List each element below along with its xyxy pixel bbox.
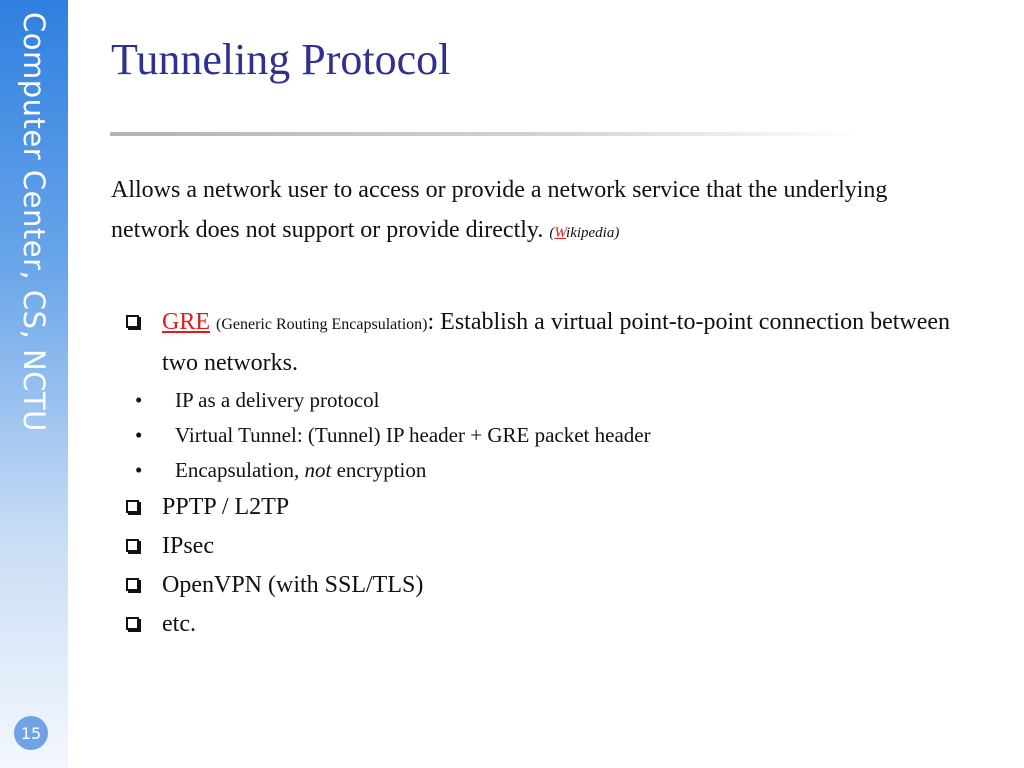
checkbox-bullet-icon [126, 617, 139, 630]
checkbox-bullet-icon [126, 315, 139, 328]
sidebar: Computer Center, CS, NCTU 15 [0, 0, 68, 768]
list-item: PPTP / L2TP [124, 488, 984, 527]
sidebar-title: Computer Center, CS, NCTU [17, 12, 51, 432]
subitem-text: Encapsulation, [175, 458, 305, 482]
slide-title: Tunneling Protocol [111, 35, 451, 84]
citation-open: ( [549, 225, 555, 241]
bullet-dot-icon: • [135, 423, 143, 447]
bullet-dot-icon: • [135, 388, 143, 412]
citation-rest: ikipedia) [566, 225, 620, 241]
gre-description: : Establish a virtual point-to-point con… [162, 309, 951, 376]
subitem-text: IP as a delivery protocol [175, 388, 380, 412]
gre-expansion: (Generic Routing Encapsulation) [216, 316, 428, 333]
intro-paragraph: Allows a network user to access or provi… [111, 170, 941, 253]
list-item-label: OpenVPN (with SSL/TLS) [162, 572, 424, 598]
list-item-label: IPsec [162, 533, 214, 559]
list-item: OpenVPN (with SSL/TLS) [124, 566, 984, 605]
wikipedia-link[interactable]: W [554, 225, 567, 241]
checkbox-bullet-icon [126, 578, 139, 591]
gre-subitem: • Virtual Tunnel: (Tunnel) IP header + GR… [124, 418, 984, 453]
gre-link[interactable]: GRE [162, 309, 210, 335]
subitem-text: Virtual Tunnel: (Tunnel) IP header + GRE… [175, 423, 651, 447]
subitem-text-tail: encryption [331, 458, 427, 482]
subitem-emphasis: not [304, 458, 332, 482]
list-item: etc. [124, 605, 984, 644]
list-item-label: PPTP / L2TP [162, 494, 290, 520]
protocol-list: GRE (Generic Routing Encapsulation): Est… [124, 303, 984, 644]
list-item-label: etc. [162, 611, 196, 637]
checkbox-bullet-icon [126, 500, 139, 513]
title-divider [110, 132, 860, 136]
list-item-gre: GRE (Generic Routing Encapsulation): Est… [124, 303, 984, 383]
gre-subitems: • IP as a delivery protocol • Virtual Tunne… [124, 383, 984, 488]
intro-text: Allows a network user to access or provi… [111, 177, 888, 243]
wikipedia-citation: (Wikipedia) [549, 225, 619, 241]
bullet-dot-icon: • [135, 458, 143, 482]
gre-subitem: • Encapsulation, not encryption [124, 453, 984, 488]
checkbox-bullet-icon [126, 539, 139, 552]
gre-subitem: • IP as a delivery protocol [124, 383, 984, 418]
page-number-badge: 15 [14, 716, 48, 750]
list-item: IPsec [124, 527, 984, 566]
